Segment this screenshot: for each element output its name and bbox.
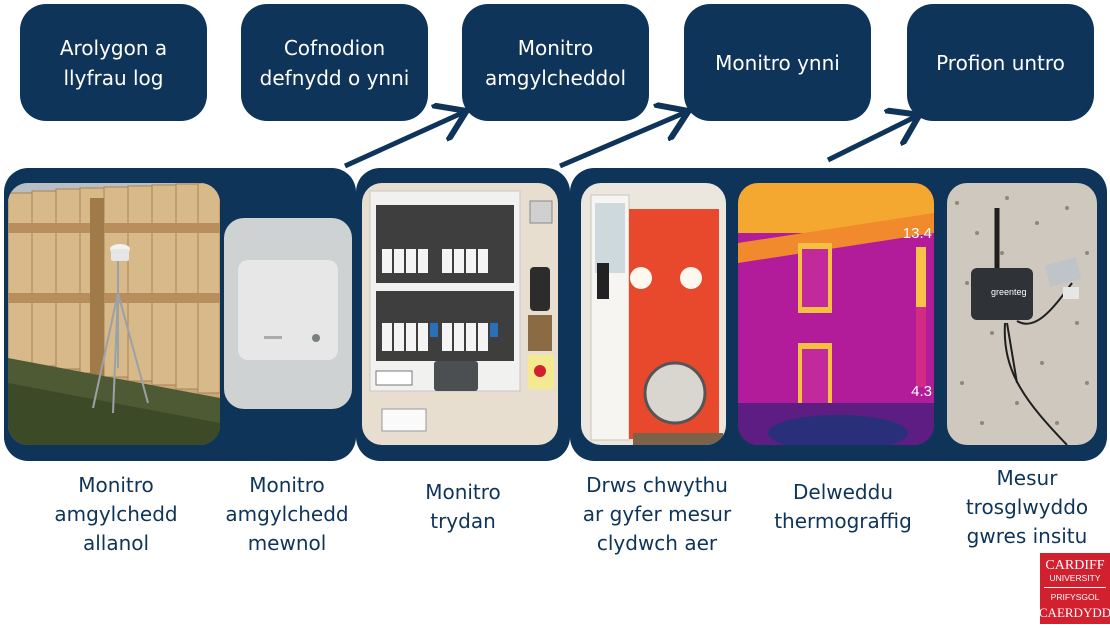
sensor-brand-label: greenteg xyxy=(991,287,1027,297)
photo-blower-door xyxy=(581,183,726,445)
top-box-surveys-label: Arolygon a llyfrau log xyxy=(59,35,168,90)
photo-heat-flux-sensor: greenteg xyxy=(947,183,1097,445)
caption-heat-flux: Mesur trosglwyddo gwres insitu xyxy=(965,466,1089,548)
photo-electrical-monitoring xyxy=(362,183,558,445)
top-box-energy-records: Cofnodion defnydd o ynni xyxy=(241,4,428,121)
caption-indoor-monitoring: Monitro amgylchedd mewnol xyxy=(225,473,349,555)
top-box-energy-monitoring: Monitro ynni xyxy=(684,4,871,121)
photo-thermal-imaging: 13.4 4.3 xyxy=(738,183,934,445)
top-box-energy-monitoring-label: Monitro ynni xyxy=(715,50,840,75)
top-box-one-off-tests: Profion untro xyxy=(907,4,1094,121)
thermal-scale-max: 13.4 xyxy=(902,225,932,242)
arrow-to-energy xyxy=(559,113,684,169)
top-box-energy-records-label: Cofnodion defnydd o ynni xyxy=(259,35,410,90)
photo-indoor-monitoring xyxy=(224,218,352,409)
caption-electrical-monitoring: Monitro trydan xyxy=(425,480,501,533)
top-box-surveys: Arolygon a llyfrau log xyxy=(20,4,207,121)
caption-outdoor-monitoring: Monitro amgylchedd allanol xyxy=(54,473,178,555)
svg-text:UNIVERSITY: UNIVERSITY xyxy=(1049,573,1100,583)
cardiff-university-logo: CARDIFF UNIVERSITY PRIFYSGOL CAERDYDD xyxy=(1039,553,1110,624)
caption-thermal-imaging: Delweddu thermograffig xyxy=(774,480,912,533)
photo-outdoor-monitoring xyxy=(8,183,220,445)
top-box-one-off-tests-label: Profion untro xyxy=(936,50,1065,75)
svg-text:CAERDYDD: CAERDYDD xyxy=(1040,605,1110,620)
caption-blower-door: Drws chwythu ar gyfer mesur clydwch aer xyxy=(582,473,732,555)
thermal-scale-min: 4.3 xyxy=(911,383,932,400)
top-box-environmental-monitoring-label: Monitro amgylcheddol xyxy=(485,35,627,90)
svg-text:CARDIFF: CARDIFF xyxy=(1045,558,1104,573)
arrow-to-environmental xyxy=(343,113,462,169)
svg-text:PRIFYSGOL: PRIFYSGOL xyxy=(1051,592,1100,602)
arrow-to-one-off xyxy=(826,117,915,163)
top-box-environmental-monitoring: Monitro amgylcheddol xyxy=(462,4,649,121)
